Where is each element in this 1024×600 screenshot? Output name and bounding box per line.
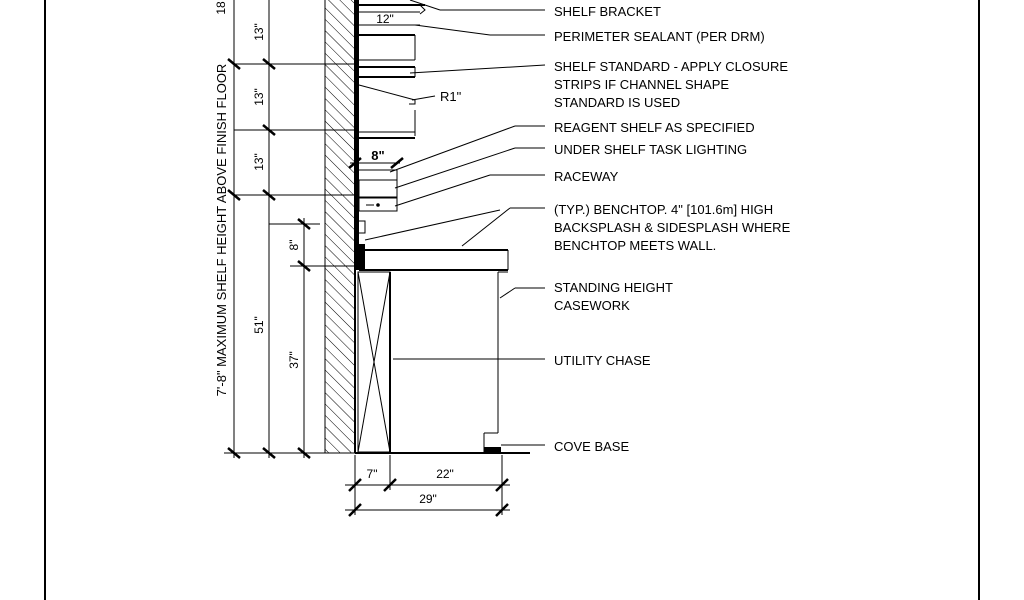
dim-backsplash: 8" [287, 240, 301, 251]
label-reagent-shelf: REAGENT SHELF AS SPECIFIED [554, 120, 755, 135]
benchtop [359, 244, 509, 271]
callout-labels: SHELF BRACKET PERIMETER SEALANT (PER DRM… [554, 4, 791, 454]
sheet-border [44, 0, 980, 600]
label-utility-chase: UTILITY CHASE [554, 353, 651, 368]
leader-lines [364, 9, 546, 446]
dim-shelf-radius: R1" [440, 89, 462, 104]
top-shelf [359, 0, 441, 15]
label-benchtop-line1: (TYP.) BENCHTOP. 4" [101.6m] HIGH [554, 202, 773, 217]
dimension-labels: 18 13" 13" 13" 8" 51" 37" 7'-8" MAXIMUM … [214, 1, 462, 506]
dim-total-depth: 29" [419, 492, 437, 506]
vertical-dimensions [224, 0, 355, 459]
label-standing-height-line1: STANDING HEIGHT [554, 280, 673, 295]
label-task-lighting: UNDER SHELF TASK LIGHTING [554, 142, 747, 157]
reagent-shelf [359, 110, 416, 139]
utility-chase [357, 271, 391, 453]
shelves [356, 0, 441, 234]
dim-max-height: 7'-8" MAXIMUM SHELF HEIGHT ABOVE FINISH … [214, 64, 229, 397]
shelf-3 [358, 66, 416, 105]
label-shelf-standard-line2: STRIPS IF CHANNEL SHAPE [554, 77, 729, 92]
dim-shelf-gap-2: 13" [252, 88, 266, 106]
dim-shelf-depth: 12" [376, 12, 394, 26]
label-standing-height-line2: CASEWORK [554, 298, 630, 313]
dim-counter-height: 37" [287, 351, 301, 369]
dim-lower-total: 51" [252, 316, 266, 334]
label-shelf-standard-line1: SHELF STANDARD - APPLY CLOSURE [554, 59, 788, 74]
dim-lower-shelf-depth: 8" [371, 148, 384, 163]
label-cove-base: COVE BASE [554, 439, 629, 454]
horizontal-dimensions [345, 24, 510, 517]
dim-shelf-gap-1: 13" [252, 23, 266, 41]
dim-casework-depth: 22" [436, 467, 454, 481]
dim-shelf-gap-3: 13" [252, 153, 266, 171]
shelf-2 [359, 34, 416, 61]
task-light [358, 169, 398, 198]
label-benchtop-line2: BACKSPLASH & SIDESPLASH WHERE [554, 220, 791, 235]
raceway-box [358, 197, 398, 212]
casework [389, 271, 508, 453]
label-raceway: RACEWAY [554, 169, 619, 184]
shelf-standard [355, 0, 359, 270]
wall-section [324, 0, 356, 453]
dim-chase-width: 7" [367, 467, 378, 481]
dim-top-partial: 18 [214, 1, 228, 15]
label-shelf-standard-line3: STANDARD IS USED [554, 95, 680, 110]
outlet [356, 220, 366, 234]
label-shelf-bracket: SHELF BRACKET [554, 4, 661, 19]
label-perimeter-sealant: PERIMETER SEALANT (PER DRM) [554, 29, 765, 44]
label-benchtop-line3: BENCHTOP MEETS WALL. [554, 238, 716, 253]
